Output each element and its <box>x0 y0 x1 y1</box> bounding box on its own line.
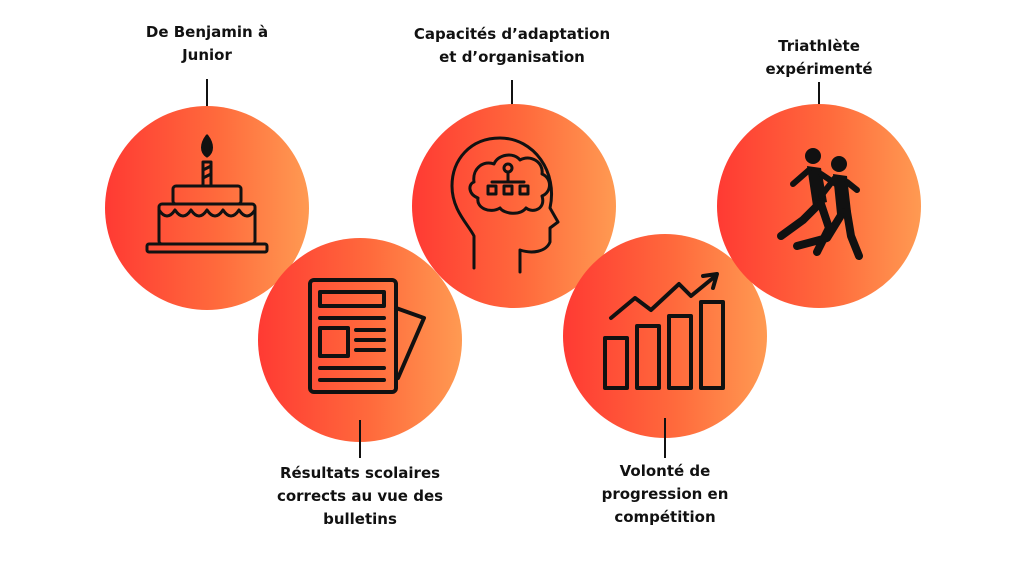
item-label-volonte-progression: Volonté de progression en compétition <box>545 460 785 529</box>
item-label-resultats-scolaires: Résultats scolaires corrects au vue des … <box>240 462 480 531</box>
connector-line <box>664 418 666 458</box>
label-line: bulletins <box>323 510 397 528</box>
connector-line <box>359 420 361 458</box>
item-label-capacites: Capacités d’adaptation et d’organisation <box>392 23 632 69</box>
item-label-benjamin-junior: De Benjamin à Junior <box>87 21 327 67</box>
circle-capacites <box>412 104 616 308</box>
runners-icon <box>777 148 863 260</box>
brain-head-icon <box>450 136 560 274</box>
label-line: Capacités d’adaptation <box>413 25 611 43</box>
label-line: Résultats scolaires <box>279 464 441 482</box>
item-label-triathlete: Triathlète expérimenté <box>699 35 939 81</box>
label-line: compétition <box>614 508 716 526</box>
circle-benjamin-junior <box>105 106 309 310</box>
label-line: progression en <box>601 485 729 503</box>
circle-triathlete <box>717 104 921 308</box>
birthday-cake-icon <box>145 134 269 254</box>
connector-line <box>206 79 208 127</box>
circle-resultats-scolaires <box>258 238 462 442</box>
label-line: Junior <box>182 46 232 64</box>
label-line: et d’organisation <box>439 48 585 66</box>
label-line: Volonté de <box>619 462 711 480</box>
connector-line <box>511 80 513 122</box>
label-line: corrects au vue des <box>276 487 444 505</box>
bar-chart-growth-icon <box>603 272 725 390</box>
label-line: Triathlète <box>778 37 860 55</box>
newspaper-icon <box>308 278 426 394</box>
connector-line <box>818 82 820 124</box>
label-line: De Benjamin à <box>145 23 269 41</box>
circle-volonte-progression <box>563 234 767 438</box>
label-line: expérimenté <box>765 60 873 78</box>
